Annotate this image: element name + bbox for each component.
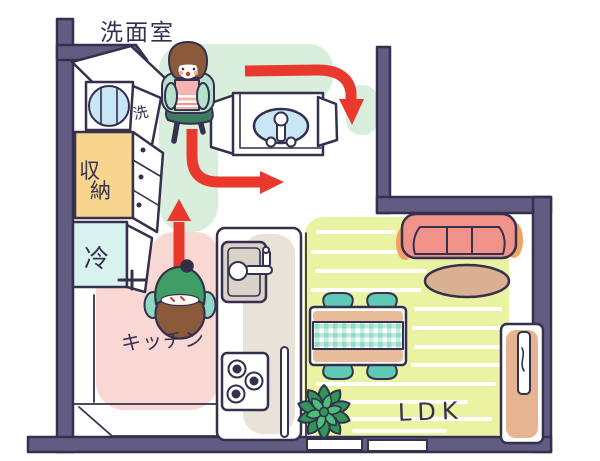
kitchen-label: キッチン xyxy=(120,327,205,355)
chair xyxy=(366,363,398,380)
blush xyxy=(179,71,183,75)
wall-middle-vertical xyxy=(375,45,392,215)
rug xyxy=(423,263,511,299)
labels: 洗面室 洗 収 納 冷 キッチン LDK xyxy=(79,20,464,427)
washstand-vanity xyxy=(209,91,339,157)
storage-label-bottom: 納 xyxy=(90,179,111,203)
hair-bun xyxy=(180,259,194,273)
arm xyxy=(164,82,178,110)
tv xyxy=(517,331,531,395)
sofa-body xyxy=(400,212,518,260)
gingham-tablecloth xyxy=(312,321,404,350)
fridge-label: 冷 xyxy=(84,244,109,273)
wall-ldk-top xyxy=(375,195,553,215)
laundry-unit xyxy=(70,44,185,294)
blush xyxy=(194,71,198,75)
wall-left xyxy=(55,17,75,454)
dining-set xyxy=(308,292,408,380)
arrow-corridor-to-right xyxy=(186,129,284,194)
sofa xyxy=(396,212,523,260)
chair xyxy=(322,363,354,380)
bangs xyxy=(176,60,201,67)
storage-label-top: 収 xyxy=(79,159,100,183)
arrow-washroom-to-vanity xyxy=(244,64,364,125)
refrigerator xyxy=(71,220,129,289)
stove-burners xyxy=(226,359,264,404)
dining-chairs xyxy=(322,292,398,380)
mouth xyxy=(185,71,191,77)
cap-band xyxy=(160,293,200,307)
fridge-handle-icon xyxy=(117,269,148,291)
floorboard-stripes xyxy=(311,230,502,433)
faucet-icon xyxy=(265,111,297,148)
laundry-stack xyxy=(174,79,200,111)
hair xyxy=(168,41,208,79)
bottom-windows xyxy=(306,438,428,452)
ldk-label: LDK xyxy=(398,397,465,427)
tv-board xyxy=(499,322,545,445)
washer-door-label: 洗 xyxy=(131,103,149,124)
sink-faucet-icon xyxy=(228,246,273,281)
window xyxy=(306,438,363,451)
washroom-label: 洗面室 xyxy=(100,20,175,46)
house-plant xyxy=(297,384,351,440)
chair xyxy=(366,292,398,309)
chair xyxy=(322,292,354,309)
person-top-view xyxy=(143,259,217,340)
window xyxy=(367,439,428,452)
woman-carrying-laundry xyxy=(161,41,215,144)
arm xyxy=(196,82,210,110)
drawer-stack xyxy=(131,130,165,234)
vanity-right-wing xyxy=(316,95,339,148)
face xyxy=(178,61,198,79)
kitchen-counter xyxy=(215,226,303,442)
flow-arrows xyxy=(167,64,364,281)
counter-divider-bar xyxy=(280,346,289,438)
washer-drum xyxy=(88,85,130,127)
